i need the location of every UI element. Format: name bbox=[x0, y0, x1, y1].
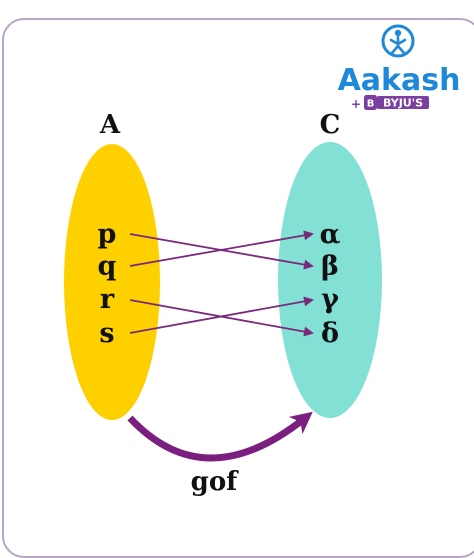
logo-graphic: Aakash + B BYJU'S bbox=[338, 24, 461, 111]
brand-name: Aakash bbox=[338, 63, 461, 98]
set-a-ellipse bbox=[64, 144, 160, 420]
byjus-badge: + B BYJU'S bbox=[351, 95, 429, 111]
set-a-element: p bbox=[98, 219, 117, 250]
composition-arrow bbox=[127, 411, 313, 462]
composition-label: gof bbox=[191, 467, 240, 497]
set-a-label: A bbox=[99, 110, 121, 140]
mapping-arrow bbox=[129, 296, 314, 334]
mapping-arrow bbox=[129, 230, 314, 267]
mapping-arrows bbox=[129, 230, 314, 337]
svg-text:B: B bbox=[367, 99, 375, 110]
set-c-element: δ bbox=[321, 318, 339, 349]
aakash-byjus-logo: Aakash + B BYJU'S bbox=[334, 24, 464, 120]
set-a-element: r bbox=[100, 284, 115, 315]
set-c-element: γ bbox=[321, 284, 339, 315]
set-c-ellipse bbox=[278, 142, 382, 418]
set-c-label: C bbox=[320, 110, 341, 140]
set-a-element: q bbox=[98, 251, 117, 282]
set-c-element: β bbox=[321, 251, 339, 282]
partner-name: BYJU'S bbox=[383, 97, 423, 110]
function-composition-diagram: A C p q r s α β γ δ gof bbox=[64, 110, 382, 497]
svg-text:+: + bbox=[351, 97, 361, 111]
aakash-figure-icon bbox=[381, 24, 415, 58]
set-c-element: α bbox=[320, 219, 341, 250]
set-a-element: s bbox=[99, 318, 114, 349]
